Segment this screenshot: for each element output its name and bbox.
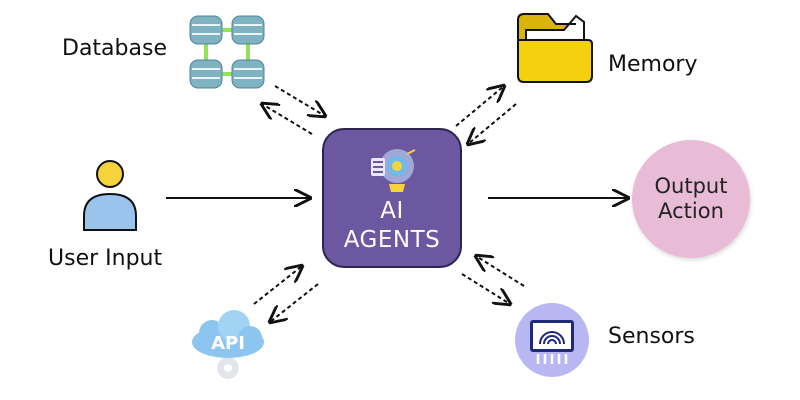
database-network-icon [189, 15, 265, 89]
api-cloud-icon: API [192, 310, 264, 379]
folder-icon [517, 13, 593, 83]
user-icon [83, 160, 137, 231]
ai-agents-title-line1: AI [380, 198, 404, 224]
database-link-arrow-b [262, 104, 313, 135]
api-label: API [211, 333, 245, 354]
memory-label: Memory [608, 52, 698, 77]
output-label-line2: Action [658, 199, 724, 223]
sensor-chip-icon [515, 303, 589, 377]
sensors-link-arrow-a [461, 273, 510, 304]
output-label-line1: Output [654, 174, 728, 198]
ai-agents-node: AI AGENTS [322, 128, 462, 268]
sensors-label: Sensors [608, 324, 695, 349]
ai-agents-title-line2: AGENTS [343, 227, 441, 253]
output-action-node: Output Action [632, 140, 750, 258]
memory-link-arrow-b [468, 103, 517, 144]
api-link-arrow-a [253, 266, 302, 305]
robot-brain-icon [371, 149, 416, 192]
memory-link-arrow-a [455, 86, 504, 127]
database-label: Database [62, 36, 167, 61]
sensors-link-arrow-b [476, 256, 525, 287]
api-link-arrow-b [270, 283, 319, 322]
database-link-arrow-a [274, 85, 325, 116]
user-input-label: User Input [48, 246, 163, 271]
